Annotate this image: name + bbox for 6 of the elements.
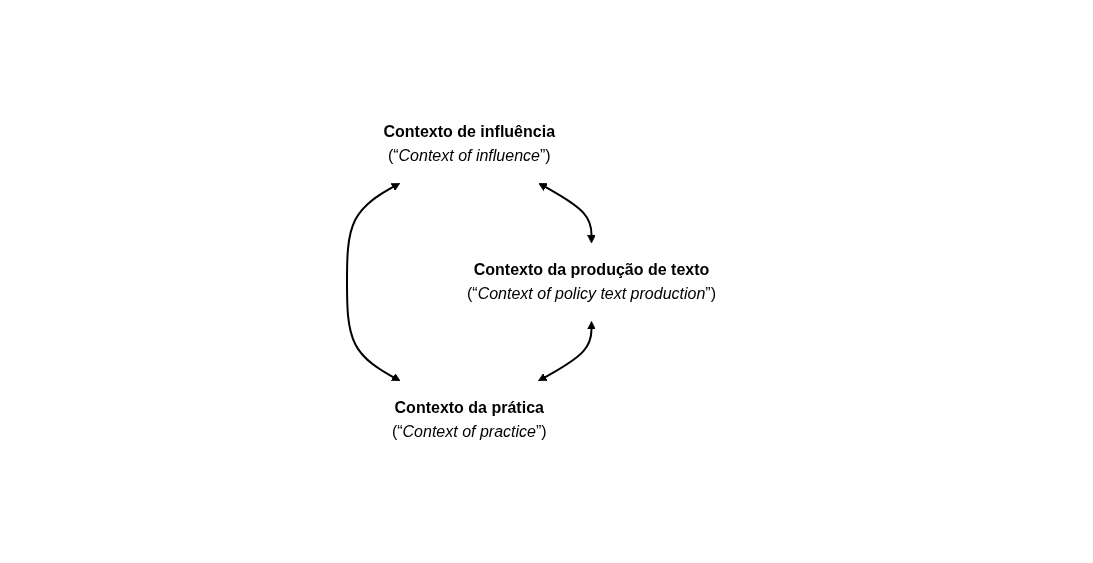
arrow xyxy=(537,320,596,381)
arrow xyxy=(346,182,401,381)
node-text: Contexto de influência (“Context of influence”) xyxy=(383,122,556,164)
node-text: Contexto da produção de texto (“Context of policy text production”) xyxy=(467,260,716,302)
arrow xyxy=(538,182,596,243)
node-text: Contexto da prática (“Context of practice”) xyxy=(391,398,547,440)
